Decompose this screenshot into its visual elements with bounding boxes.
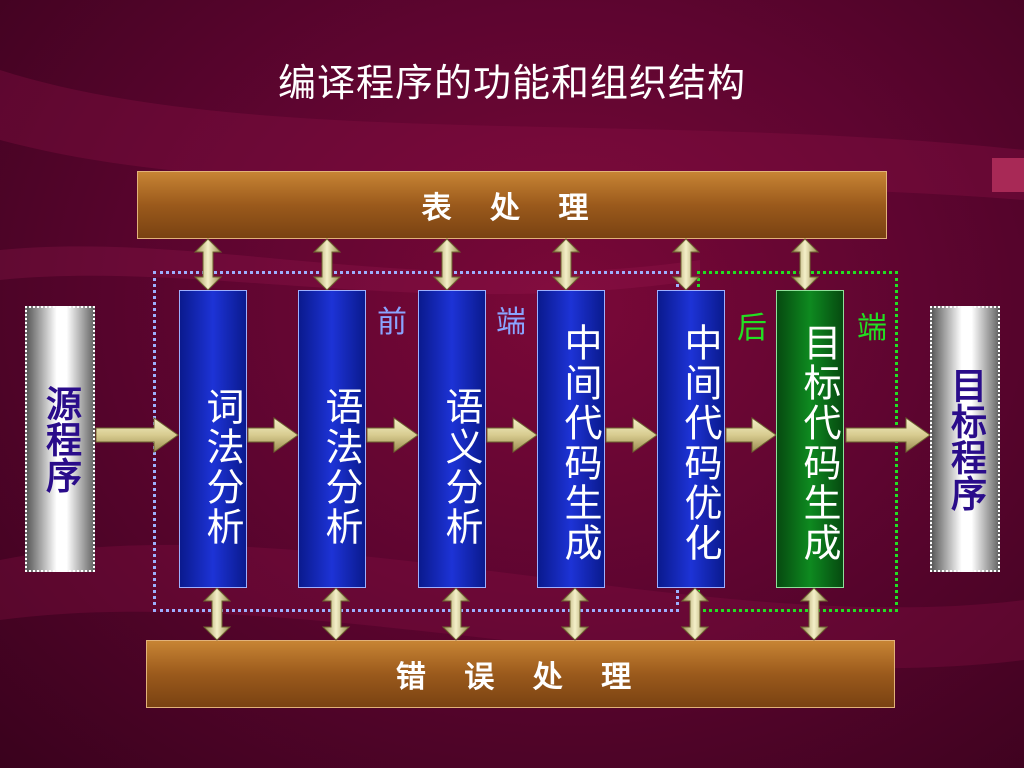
phase-lexical-analysis: 词法分析 xyxy=(179,290,247,588)
error-link-arrow xyxy=(799,587,829,641)
flow-arrow xyxy=(247,417,299,453)
flow-arrow xyxy=(725,417,777,453)
error-link-arrow xyxy=(202,587,232,641)
front-end-label-right: 端 xyxy=(496,305,526,340)
table-link-arrow xyxy=(551,238,581,291)
flow-arrow xyxy=(845,417,931,453)
table-link-arrow xyxy=(432,238,462,291)
phase-syntax-analysis: 语法分析 xyxy=(298,290,366,588)
error-link-arrow xyxy=(321,587,351,641)
source-program-box: 源程序 xyxy=(25,306,95,572)
table-link-arrow xyxy=(790,238,820,291)
table-link-arrow xyxy=(193,238,223,291)
front-end-label-left: 前 xyxy=(377,305,407,340)
table-link-arrow xyxy=(312,238,342,291)
phase-intermediate-code-generation: 中间代码生成 xyxy=(537,290,605,588)
flow-arrow xyxy=(605,417,658,453)
flow-arrow xyxy=(486,417,538,453)
page-title: 编译程序的功能和组织结构 xyxy=(277,61,746,105)
phase-intermediate-code-optimization: 中间代码优化 xyxy=(657,290,725,588)
error-link-arrow xyxy=(560,587,590,641)
error-link-arrow xyxy=(441,587,471,641)
table-processing-bar: 表 处 理 xyxy=(137,171,887,239)
flow-arrow xyxy=(95,417,179,453)
error-link-arrow xyxy=(680,587,710,641)
phase-semantic-analysis: 语义分析 xyxy=(418,290,486,588)
back-end-label-left: 后 xyxy=(737,311,767,346)
error-processing-bar: 错 误 处 理 xyxy=(146,640,895,708)
back-end-label-right: 端 xyxy=(857,311,887,346)
target-program-box: 目标程序 xyxy=(930,306,1000,572)
table-link-arrow xyxy=(671,238,701,291)
flow-arrow xyxy=(366,417,419,453)
phase-target-code-generation: 目标代码生成 xyxy=(776,290,844,588)
